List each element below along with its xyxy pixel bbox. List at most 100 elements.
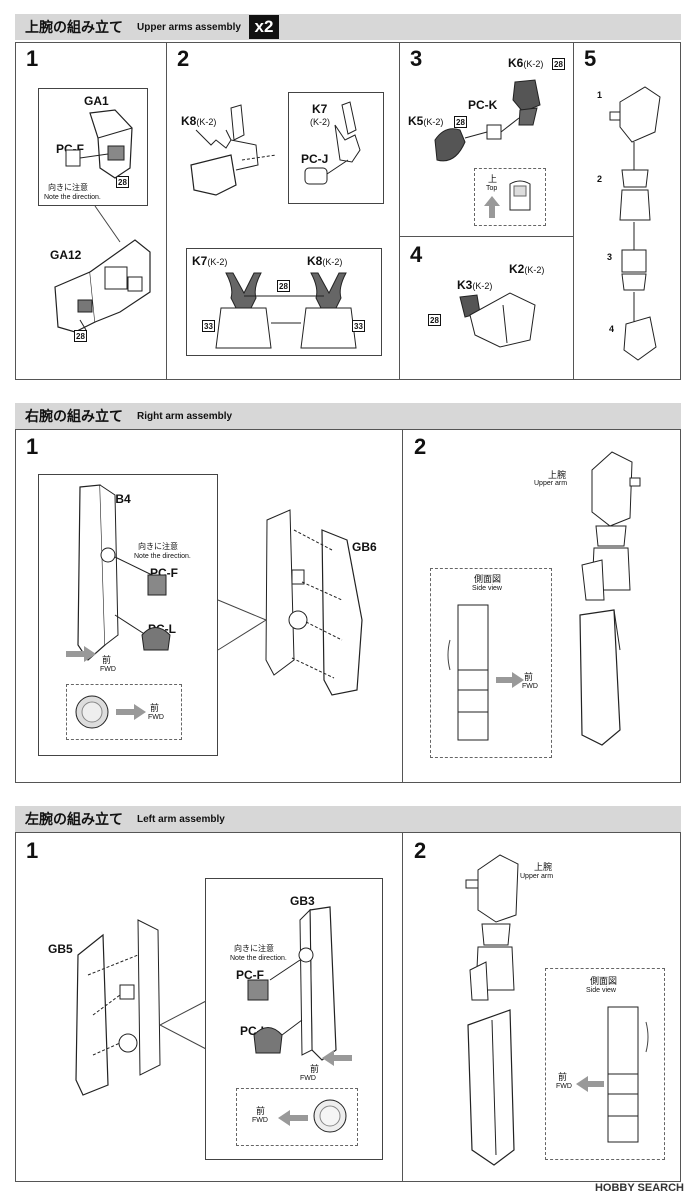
divider (573, 42, 574, 380)
note-jp: 向きに注意 (234, 944, 274, 953)
step-number: 2 (414, 434, 427, 459)
section-title-en: Right arm assembly (137, 410, 233, 422)
side-view-en: Side view (586, 987, 616, 994)
section-title-jp: 上腕の組み立て (25, 20, 123, 36)
note-en: Note the direction. (230, 955, 287, 962)
side-view-jp: 側面図 (474, 574, 502, 584)
fwd-en: FWD (148, 714, 164, 721)
note-en: Note the direction. (134, 553, 191, 560)
detail-inset (205, 878, 383, 1160)
divider (399, 236, 573, 237)
part-label-k2: K2(K-2) (509, 262, 545, 276)
multiplier-badge: x2 (248, 15, 279, 39)
ref-number-28: 28 (116, 176, 129, 188)
part-label-k8-b: K8(K-2) (307, 254, 343, 268)
fwd-jp: 前 (256, 1106, 266, 1116)
detail-inset (288, 92, 384, 204)
side-view-en: Side view (472, 585, 502, 592)
fwd-en: FWD (252, 1117, 268, 1124)
part-label-ga1: GA1 (84, 94, 109, 108)
step-number: 1 (26, 46, 39, 71)
section-title-jp: 左腕の組み立て (25, 812, 123, 828)
detail-inset (474, 168, 546, 226)
fwd-arrow-icon (116, 704, 146, 720)
ref-number-28: 28 (428, 314, 441, 326)
fwd-en: FWD (522, 683, 538, 690)
callout-pointer (217, 599, 268, 651)
substep-number: 2 (597, 174, 603, 184)
section-title-jp: 右腕の組み立て (25, 409, 123, 425)
step-number: 2 (414, 838, 427, 863)
watermark: HOBBY SEARCH (594, 1182, 684, 1194)
section-title-en: Upper arms assembly (137, 21, 241, 33)
detail-inset (430, 568, 552, 758)
ref-number-28: 28 (454, 116, 467, 128)
part-left-arm-assembly-drawing (465, 854, 519, 1166)
part-assembly-sequence-drawing (609, 86, 661, 361)
substep-number: 3 (607, 252, 613, 262)
fwd-arrow-icon (322, 1050, 352, 1066)
upper-arm-jp: 上腕 (548, 470, 567, 480)
part-label-k8: K8(K-2) (181, 114, 217, 128)
part-k2-k3-drawing (459, 292, 536, 348)
top-jp: 上 (488, 174, 498, 184)
divider (399, 42, 400, 380)
part-pc-l-top-drawing (75, 695, 109, 729)
upper-arm-en: Upper arm (534, 480, 568, 487)
part-label-k7-sub: (K-2) (310, 117, 330, 127)
part-label-pc-f: PC-F (236, 968, 264, 982)
ref-number-33: 33 (202, 320, 215, 332)
section-title-en: Left arm assembly (137, 813, 225, 825)
part-ga12-drawing (54, 239, 151, 333)
left-arm-panel (15, 832, 681, 1182)
side-view-jp: 側面図 (590, 976, 618, 986)
part-side-view-drawing (607, 1006, 649, 1143)
fwd-jp: 前 (150, 703, 160, 713)
fwd-arrow-icon (496, 672, 524, 688)
upper-arm-jp: 上腕 (534, 862, 553, 872)
part-pc-k-top-drawing (509, 180, 531, 211)
part-label-pc-k: PC-K (468, 98, 498, 112)
fwd-en: FWD (100, 666, 116, 673)
part-label-k7-b: K7(K-2) (192, 254, 228, 268)
ref-number-28: 28 (74, 330, 87, 342)
part-ga1-drawing (65, 109, 133, 179)
section-header-upper-arms: 上腕の組み立て Upper arms assembly x2 (15, 14, 681, 40)
part-label-gb6: GB6 (352, 540, 377, 554)
fwd-arrow-icon (66, 646, 96, 662)
part-gb5-drawing (75, 919, 161, 1096)
part-label-pc-j: PC-J (301, 152, 329, 166)
detail-inset (66, 684, 182, 740)
upper-arm-en: Upper arm (520, 873, 554, 880)
part-k8-drawing (190, 104, 277, 196)
divider (402, 429, 403, 783)
divider (166, 42, 167, 380)
fwd-arrow-icon (576, 1076, 604, 1092)
part-label-k7: K7 (312, 102, 328, 116)
fwd-jp: 前 (558, 1072, 568, 1082)
step-number: 4 (410, 242, 423, 267)
note-en: Note the direction. (44, 194, 101, 201)
right-arm-panel (15, 429, 681, 783)
step-number: 5 (584, 46, 597, 71)
ref-number-33: 33 (352, 320, 365, 332)
step-number: 1 (26, 838, 39, 863)
part-gb3-drawing (247, 906, 337, 1061)
up-arrow-icon (484, 196, 500, 218)
fwd-en: FWD (556, 1083, 572, 1090)
part-label-k5: K5(K-2) (408, 114, 444, 128)
section-header-left-arm: 左腕の組み立て Left arm assembly (15, 806, 681, 832)
part-k7-k8-pair-drawing (215, 272, 357, 349)
ref-number-28: 28 (277, 280, 290, 292)
upper-arms-panel (15, 42, 681, 380)
part-gb6-drawing (265, 509, 363, 696)
fwd-jp: 前 (310, 1064, 320, 1074)
part-k5-k6-drawing (434, 79, 541, 162)
note-jp: 向きに注意 (48, 183, 88, 192)
part-label-gb3: GB3 (290, 894, 315, 908)
section-header-right-arm: 右腕の組み立て Right arm assembly (15, 403, 681, 429)
step-number: 2 (177, 46, 190, 71)
fwd-arrow-icon (278, 1110, 308, 1126)
fwd-en: FWD (300, 1075, 316, 1082)
part-right-arm-assembly-drawing (579, 451, 641, 746)
